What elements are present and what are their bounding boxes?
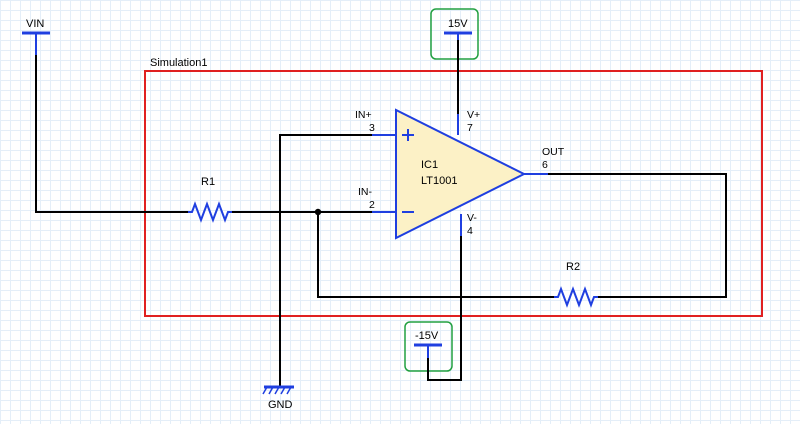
pin-vminus-name: V- (467, 212, 477, 224)
wire-in-plus-to-gnd[interactable] (279, 134, 372, 387)
opamp-body[interactable] (395, 108, 527, 240)
ground-label: GND (268, 399, 293, 411)
pin-in-plus-name: IN+ (355, 109, 372, 121)
opamp-part: LT1001 (421, 175, 458, 187)
simulation-label: Simulation1 (150, 57, 207, 69)
plus-sign (402, 129, 414, 141)
resistor-r2-label: R2 (566, 261, 580, 273)
pin-in-minus-number: 2 (369, 199, 375, 211)
simulation-boundary[interactable] (144, 70, 763, 317)
resistor-r2-body[interactable] (554, 286, 598, 308)
supply-15v-box[interactable] (430, 8, 479, 60)
ground-hatch (262, 386, 292, 395)
wires (35, 35, 727, 387)
pin-in-minus-name: IN- (358, 186, 373, 198)
pin-vplus-number: 7 (467, 122, 473, 134)
resistor-r1-body[interactable] (188, 201, 232, 223)
vin-source[interactable] (22, 31, 50, 55)
pin-out-number: 6 (542, 159, 548, 171)
opamp-ref: IC1 (421, 159, 438, 171)
wire-r2-to-out[interactable] (548, 173, 727, 298)
resistor-r2[interactable] (554, 286, 598, 308)
resistor-r1-label: R1 (201, 176, 215, 188)
wire-node-to-r2[interactable] (317, 212, 554, 298)
vin-label: VIN (26, 18, 44, 30)
wire-vin-to-r1[interactable] (35, 55, 188, 213)
pin-in-plus-number: 3 (369, 122, 375, 134)
supply-neg15v[interactable] (414, 343, 442, 358)
supply-neg15v-label: -15V (415, 330, 439, 342)
wire-vminus-to-neg15v[interactable] (427, 236, 462, 381)
junction-node[interactable] (314, 208, 322, 216)
supply-15v[interactable] (444, 31, 472, 40)
opamp-ic1[interactable] (372, 108, 548, 240)
supply-15v-label: 15V (448, 18, 468, 30)
pin-vminus-number: 4 (467, 225, 473, 237)
pin-out-name: OUT (542, 146, 565, 158)
pin-vplus-name: V+ (467, 109, 480, 121)
ground-symbol[interactable] (262, 385, 294, 395)
resistor-r1[interactable] (188, 201, 232, 223)
